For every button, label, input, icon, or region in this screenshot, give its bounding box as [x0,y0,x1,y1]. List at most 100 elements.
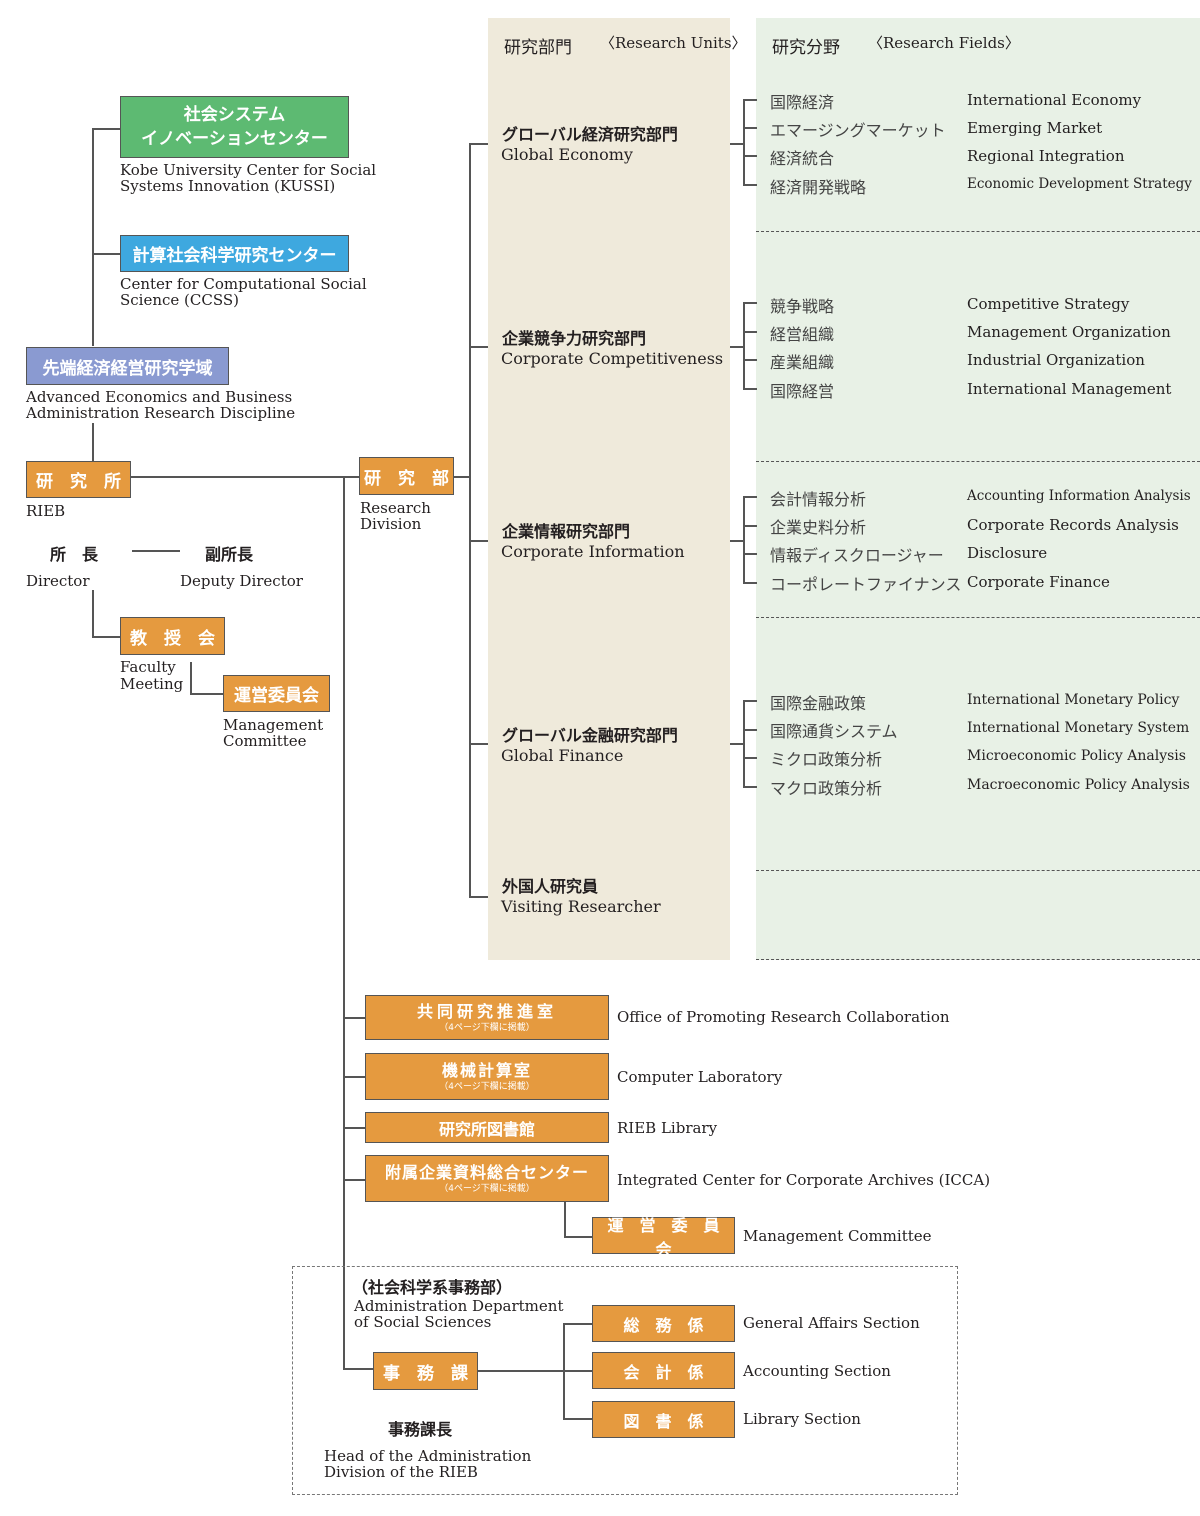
connector [92,253,120,255]
kussi-en-line1: Kobe University Center for Social [120,161,377,179]
connector [743,331,757,333]
field-jp: 経営組織 [770,325,835,344]
connector [563,1418,592,1420]
connector [469,346,488,348]
connector [469,143,488,145]
unit-name-jp: グローバル金融研究部門 [502,726,678,745]
subsection-en: Accounting Section [743,1362,891,1380]
connector [743,127,757,129]
discipline-en-line1: Advanced Economics and Business [26,388,293,406]
office-jp: 共同研究推進室 [416,1002,557,1021]
field-jp: マクロ政策分析 [770,779,883,798]
field-en: Industrial Organization [967,351,1145,369]
director-jp: 所 長 [50,545,99,564]
field-jp: ミクロ政策分析 [770,750,883,769]
kussi-box: 社会システム イノベーションセンター [120,96,349,158]
field-en: Emerging Market [967,119,1103,137]
connector [730,143,744,145]
connector [564,1236,592,1238]
office-en: Computer Laboratory [617,1068,783,1086]
connector [469,540,488,542]
fields-divider [756,870,1200,871]
admin-section-box: 事 務 課 [373,1352,478,1390]
deputy-jp: 副所長 [205,545,254,564]
fields-header-en: 〈Research Fields〉 [868,34,1020,52]
connector [469,143,471,897]
office-box: 附属企業資料総合センター（4ページ下欄に掲載） [365,1155,609,1202]
connector [743,496,745,583]
connector [92,590,94,637]
unit-name-en: Global Economy [501,145,633,164]
subsection-box: 図 書 係 [592,1401,735,1438]
connector [92,128,120,130]
connector [743,729,757,731]
units-header-jp: 研究部門 [504,38,572,58]
field-en: International Management [967,380,1172,398]
icca-committee-box: 運 営 委 員 会 [592,1216,736,1259]
director-en: Director [26,572,90,590]
admin-head-en-line1: Head of the Administration [324,1447,532,1465]
kussi-en-line2: Systems Innovation (KUSSI) [120,177,336,195]
field-jp: 情報ディスクロージャー [770,546,944,565]
office-en: Office of Promoting Research Collaborati… [617,1008,950,1026]
office-box: 機械計算室（4ページ下欄に掲載） [365,1053,609,1100]
field-en: Economic Development Strategy [967,176,1192,192]
field-jp: 国際通貨システム [770,722,898,741]
ccss-en-line2: Science (CCSS) [120,291,240,309]
connector [343,1179,365,1181]
ccss-en-line1: Center for Computational Social [120,275,367,293]
connector [743,388,757,390]
unit-name-jp: グローバル経済研究部門 [502,125,678,144]
connector [453,476,470,478]
connector [743,786,757,788]
office-jp: 機械計算室 [441,1061,532,1080]
field-jp: 競争戦略 [770,297,835,316]
subsection-box: 会 計 係 [592,1352,735,1389]
ccss-box: 計算社会科学研究センター [120,235,349,272]
division-en-line1: Research [360,499,431,517]
connector [469,896,488,898]
field-jp: 企業史料分析 [770,518,867,537]
management-committee-box: 運営委員会 [223,675,330,712]
connector [743,700,757,702]
connector [343,1017,365,1019]
unit-name-en: Global Finance [501,746,624,765]
admin-department-frame [292,1266,958,1495]
division-en-line2: Division [360,515,422,533]
field-jp: コーポレートファイナンス [770,575,962,594]
connector [564,1202,566,1237]
field-jp: 国際経済 [770,93,835,112]
discipline-en-line2: Administration Research Discipline [26,404,296,422]
fields-divider [756,959,1200,960]
research-units-panel [488,18,730,960]
field-jp: 産業組織 [770,353,835,372]
connector [343,1368,373,1370]
connector [730,346,744,348]
admin-dept-en-line2: of Social Sciences [354,1313,492,1331]
fields-divider [756,231,1200,232]
connector [743,302,757,304]
connector [743,525,757,527]
kussi-jp-line1: 社会システム [183,105,286,125]
field-jp: エマージングマーケット [770,121,946,140]
office-note: （4ページ下欄に掲載） [439,1023,535,1033]
field-en: Microeconomic Policy Analysis [967,748,1186,764]
unit-name-en: Corporate Information [501,542,685,561]
field-en: Corporate Records Analysis [967,516,1179,534]
unit-name-en: Corporate Competitiveness [501,349,724,368]
office-en: Integrated Center for Corporate Archives… [617,1171,991,1189]
rieb-en: RIEB [26,502,66,520]
research-division-box: 研 究 部 [359,457,454,495]
connector [743,496,757,498]
admin-dept-en-line1: Administration Department [354,1297,564,1315]
fields-divider [756,617,1200,618]
field-en: Regional Integration [967,147,1125,165]
unit-name-jp: 外国人研究員 [502,877,599,896]
kussi-jp-line2: イノベーションセンター [141,129,328,149]
faculty-en-line1: Faculty [120,658,176,676]
fields-header-jp: 研究分野 [772,38,840,58]
mgmt-en-line1: Management [223,716,324,734]
admin-dept-jp: （社会科学系事務部） [352,1278,513,1297]
admin-head-en-line2: Division of the RIEB [324,1463,478,1481]
connector [743,553,757,555]
